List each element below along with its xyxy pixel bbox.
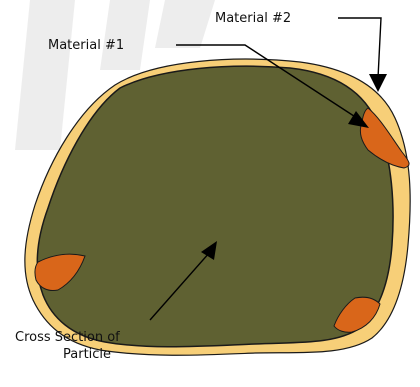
label-material-2: Material #2 <box>215 11 291 26</box>
label-cross-section-line-1: Cross Section of <box>15 330 120 345</box>
leader-material-2 <box>338 18 381 78</box>
label-material-1: Material #1 <box>48 38 124 53</box>
label-cross-section-line-2: Particle <box>63 347 111 362</box>
